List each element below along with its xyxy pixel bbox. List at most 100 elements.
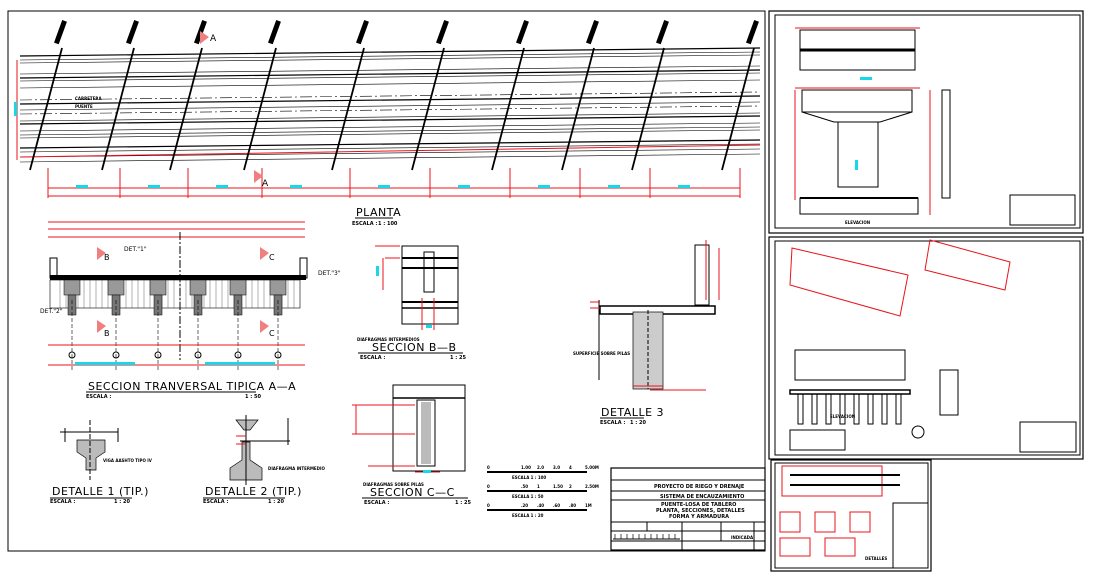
planta-label-puente: PUENTE (75, 104, 93, 109)
plan-diaphragm-line (631, 47, 665, 171)
detalle-1-scale: 1 : 20 (114, 499, 130, 505)
pila-label-elevacion: ELEVACION (845, 220, 870, 225)
xsec-parapet-left (49, 257, 58, 279)
xsec-girder-flange (229, 279, 247, 296)
plan-axis-label (586, 20, 599, 45)
detalle-2-view: DIAFRAGMA INTERMEDIO DETALLE 2 (TIP.) ES… (203, 415, 325, 505)
plan-dim-text (290, 185, 302, 188)
xsec-girder-flange (107, 279, 125, 296)
title-block-scale-value: INDICADA (731, 535, 754, 540)
pile (867, 393, 874, 425)
xsec-axis-bubble (274, 351, 282, 359)
plan-dim-line (19, 144, 761, 158)
plan-width-text (14, 102, 17, 116)
scale-bar-tick-label: 4 (569, 465, 572, 470)
scale-bar-tick-label: 2.0 (537, 465, 544, 470)
pile (853, 393, 860, 425)
plan-longitudinal-line (19, 122, 761, 132)
marker-b-top: B (104, 253, 110, 262)
section-marker-icon (260, 320, 269, 333)
seccion-aa-title: SECCION TRANVERSAL TIPICA A—A (88, 380, 296, 393)
scale-bar-tick-label: 5.00M (585, 465, 599, 470)
plan-dim-text (378, 185, 390, 188)
plan-longitudinal-line (19, 79, 761, 89)
pile (839, 393, 846, 425)
plan-diaphragm-line (491, 47, 525, 171)
seccion-bb-scale: 1 : 25 (450, 355, 466, 361)
side-sheet-detalles: DETALLES (770, 459, 932, 572)
section-marker-icon (254, 170, 263, 183)
planta-view: PLANTA ESCALA : 1 : 100 A A CARRETERA PU… (14, 20, 761, 227)
scale-bar-tick-label: 3.0 (553, 465, 560, 470)
plan-longitudinal-line (19, 129, 761, 139)
plan-diaphragm-line (169, 47, 203, 171)
scale-bar-tick-label: 0 (487, 484, 490, 489)
planta-title: PLANTA (356, 206, 401, 219)
plan-longitudinal-line (19, 51, 761, 61)
plan-axis-label (126, 20, 139, 45)
plan-axis-label (268, 20, 281, 45)
section-marker-a-bottom: A (262, 179, 269, 189)
marker-b-bottom: B (104, 329, 110, 338)
xsec-girder-flange (149, 279, 167, 296)
scale-bar-tick-label: 0 (487, 465, 490, 470)
plan-longitudinal-line (19, 47, 761, 57)
plan-longitudinal-line (19, 65, 761, 75)
pile (881, 393, 888, 425)
scale-bar-tick-label: 2.50M (585, 484, 599, 489)
title-block: PROYECTO DE RIEGO Y DRENAJE SISTEMA DE E… (610, 467, 766, 551)
seccion-aa-scale-label: ESCALA : (86, 394, 111, 400)
scale-bar-tick-label: 1 (537, 484, 540, 489)
scale-bar (487, 509, 587, 511)
detalle-2-title: DETALLE 2 (TIP.) (205, 485, 302, 498)
plan-longitudinal-line (19, 143, 761, 153)
title-block-sheet-title-3: FORMA Y ARMADURA (669, 514, 729, 520)
pile (811, 393, 818, 425)
xsec-axis-bubble (154, 351, 162, 359)
scale-bar-tick-label: .40 (537, 503, 544, 508)
plan-longitudinal-line (19, 101, 761, 111)
section-marker-icon (200, 31, 209, 44)
scale-bar-tick-label: 1M (585, 503, 592, 508)
detalle-3-scale: 1 : 20 (630, 420, 646, 426)
detalle-2-scale: 1 : 20 (268, 499, 284, 505)
xsec-girder-flange (189, 279, 207, 296)
plan-axis-label (54, 20, 67, 45)
seccion-cc-view: DIAFRAGMAS SOBRE PILAS SECCION C—C ESCAL… (352, 384, 471, 506)
plan-dim-text (608, 185, 620, 188)
scale-bar-tick-label: .80 (569, 503, 576, 508)
seccion-cc-scale: 1 : 25 (455, 500, 471, 506)
plan-diaphragm-line (29, 47, 63, 171)
plan-dim-text (216, 185, 228, 188)
plan-dim-text (538, 185, 550, 188)
beam-section (76, 439, 106, 471)
detalles-label: DETALLES (865, 556, 887, 561)
detalle-3-title: DETALLE 3 (601, 406, 664, 419)
xsec-girder-flange (63, 279, 81, 296)
plan-longitudinal-line (19, 95, 761, 105)
xsec-axis-bubble (68, 351, 76, 359)
scale-bar-label: ESCALA 1 : 100 (512, 475, 546, 480)
seccion-transversal-view: SECCION TRANVERSAL TIPICA A—A ESCALA : 1… (40, 221, 341, 400)
detalle-1-view: VIGA AASHTO TIPO IV DETALLE 1 (TIP.) ESC… (50, 420, 153, 505)
plan-longitudinal-line (19, 126, 761, 136)
seccion-aa-scale: 1 : 50 (245, 394, 261, 400)
seccion-cc-subtitle: DIAFRAGMAS SOBRE PILAS (363, 482, 424, 487)
plan-axis-label (516, 20, 529, 45)
plan-dim-text (458, 185, 470, 188)
det-1-label: DET."1" (124, 246, 147, 253)
section-marker-icon (97, 320, 106, 333)
plan-diaphragm-line (411, 47, 445, 171)
detalle-1-note: VIGA AASHTO TIPO IV (103, 458, 153, 463)
scale-bar-label: ESCALA 1 : 20 (512, 513, 544, 518)
scale-bar-tick-label: .60 (553, 503, 560, 508)
plan-longitudinal-line (19, 139, 761, 149)
scale-bar-label: ESCALA 1 : 50 (512, 494, 544, 499)
detalle-1-title: DETALLE 1 (TIP.) (52, 485, 149, 498)
plan-diaphragm-line (561, 47, 595, 171)
planta-scale-label: ESCALA : (352, 221, 377, 227)
scale-bar-tick-label: 0 (487, 503, 490, 508)
det-3-label: DET."3" (318, 270, 341, 277)
section-marker-icon (260, 247, 269, 260)
seccion-bb-subtitle: DIAFRAGMAS INTERMEDIOS (357, 337, 420, 342)
